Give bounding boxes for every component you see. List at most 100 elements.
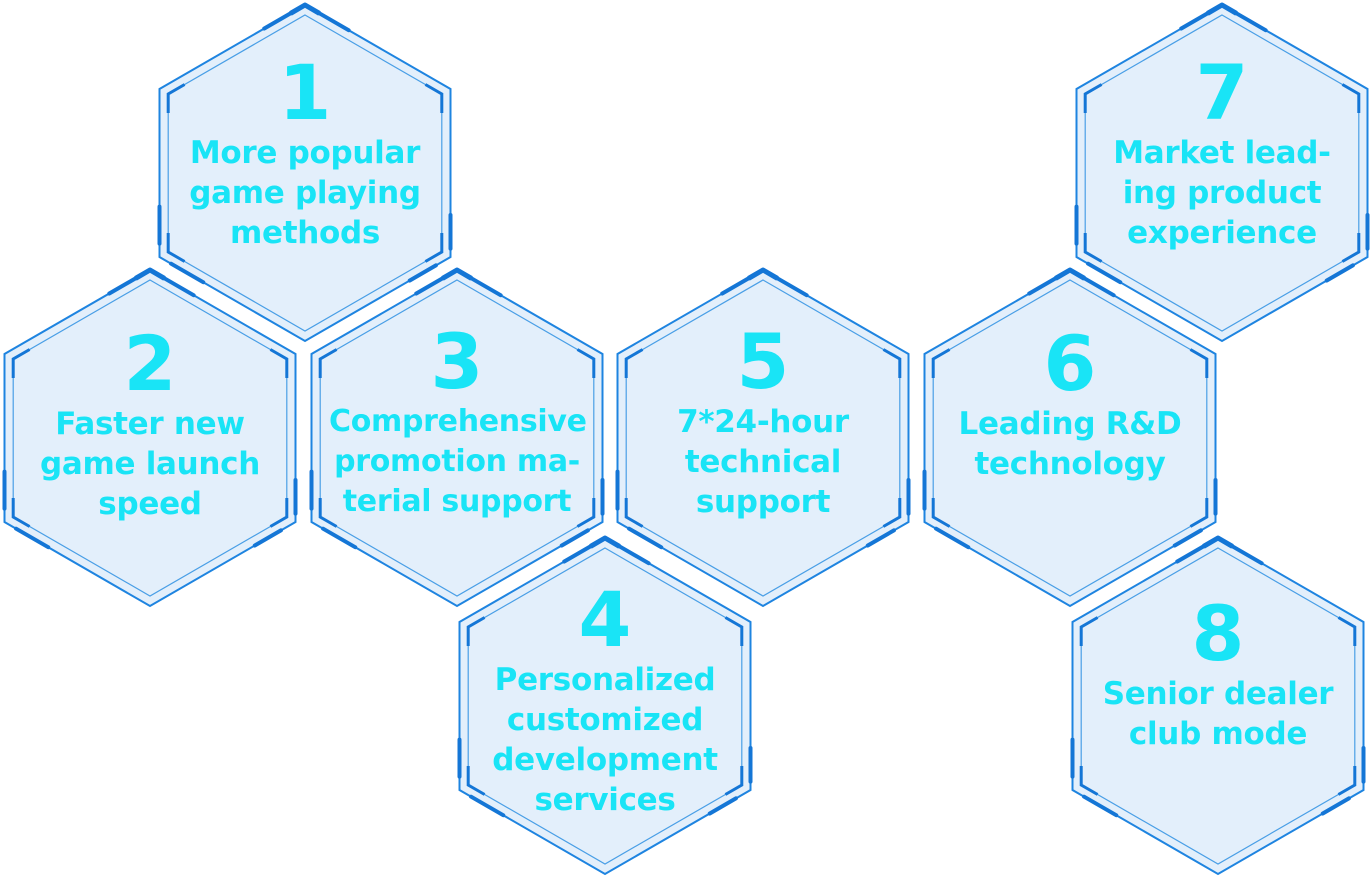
hex-content: 6 Leading R&D technology	[942, 326, 1198, 484]
hexagon-accent-0	[1231, 9, 1268, 33]
item-number: 1	[278, 48, 332, 137]
hexagon-corner-mark-0	[724, 616, 744, 646]
hexagon-corner-mark-1	[1337, 766, 1357, 796]
item-label: Senior dealer club mode	[1102, 676, 1334, 752]
hex-cell-7: 7 Market lead- ing product experience	[1072, 2, 1371, 343]
item-label: Leading R&D technology	[958, 406, 1182, 482]
hexagon-accent-2	[707, 796, 738, 816]
hexagon-accent-3	[1086, 261, 1123, 285]
hexagon-accent-3	[169, 261, 206, 285]
hexagon-frame	[922, 267, 1218, 608]
hexagon-outer	[1071, 536, 1365, 876]
hexagon-outer	[158, 3, 452, 343]
hexagon-corner-mark-1	[724, 766, 744, 796]
hexagon-outer	[1075, 3, 1369, 343]
hexagon-frame	[615, 267, 911, 608]
hexagon-outer	[310, 268, 604, 608]
hexagon-accent-2	[407, 263, 438, 283]
hexagon-corner-mark-2	[1079, 766, 1099, 796]
item-label: Personalized customized development serv…	[492, 662, 718, 818]
item-number: 6	[1043, 319, 1097, 408]
hexagon-outer	[923, 268, 1217, 608]
hexagon-corner-mark-3	[624, 348, 644, 378]
hex-cell-6: 6 Leading R&D technology	[920, 267, 1220, 608]
hexagon-accent-0	[1227, 542, 1264, 566]
hexagon-top-highlight	[1206, 2, 1238, 16]
hexagon-corner-mark-0	[576, 348, 596, 378]
hexagon-accent-0	[314, 9, 351, 33]
hexagon-corner-mark-2	[624, 498, 644, 528]
hexagon-corner-mark-1	[1341, 233, 1361, 263]
hexagon-frame	[157, 2, 453, 343]
hexagon-top-highlight	[1054, 267, 1086, 281]
hexagon-accent-0	[772, 274, 809, 298]
item-label: Market lead- ing product experience	[1113, 135, 1331, 251]
hex-content: 8 Senior dealer club mode	[1090, 596, 1346, 754]
hexagon-top-highlight	[589, 535, 621, 549]
hexagon-accent-3	[1082, 794, 1119, 818]
hexagon-corner-mark-2	[931, 498, 951, 528]
hexagon-accent-3	[14, 526, 51, 550]
hex-content: 3 Comprehensive promotion ma- terial sup…	[329, 317, 587, 522]
hexagon-corner-mark-2	[1083, 233, 1103, 263]
item-number: 4	[578, 575, 632, 664]
hexagon-accent-0	[466, 274, 503, 298]
hex-content: 4 Personalized customized development se…	[477, 582, 733, 820]
hexagon-corner-mark-2	[11, 498, 31, 528]
item-number: 2	[123, 319, 177, 408]
hexagon-outer	[616, 268, 910, 608]
hexagon-frame	[1070, 535, 1366, 876]
item-label: More popular game playing methods	[189, 135, 421, 251]
hex-cell-2: 2 Faster new game launch speed	[0, 267, 300, 608]
hexagon-corner-mark-3	[1079, 616, 1099, 646]
hexagon-accent-3	[934, 526, 971, 550]
hexagon-corner-mark-3	[166, 83, 186, 113]
hexagon-corner-mark-3	[931, 348, 951, 378]
hexagon-accent-0	[1079, 274, 1116, 298]
hexagon-corner-mark-2	[166, 233, 186, 263]
item-number: 8	[1191, 589, 1245, 678]
hexagon-frame	[457, 535, 753, 876]
hexagon-corner-mark-0	[424, 83, 444, 113]
hexagon-accent-3	[321, 526, 358, 550]
item-label: Comprehensive promotion ma- terial suppo…	[329, 404, 587, 519]
hexagon-top-highlight	[441, 267, 473, 281]
hex-cell-3: 3 Comprehensive promotion ma- terial sup…	[307, 267, 607, 608]
item-number: 3	[430, 317, 484, 406]
hexagon-corner-mark-0	[1337, 616, 1357, 646]
hexagon-accent-2	[559, 528, 590, 548]
hexagon-accent-0	[614, 542, 651, 566]
hexagon-top-highlight	[1202, 535, 1234, 549]
hex-cell-4: 4 Personalized customized development se…	[455, 535, 755, 876]
hexagon-corner-mark-2	[466, 766, 486, 796]
hexagon-top-highlight	[747, 267, 779, 281]
hex-content: 5 7*24-hour technical support	[635, 324, 891, 522]
hex-cell-5: 5 7*24-hour technical support	[613, 267, 913, 608]
hex-content: 1 More popular game playing methods	[177, 55, 433, 253]
item-number: 7	[1195, 48, 1249, 137]
hexagon-accent-2	[1320, 796, 1351, 816]
hexagon-corner-mark-0	[1189, 348, 1209, 378]
hexagon-corner-mark-1	[269, 498, 289, 528]
hexagon-corner-mark-1	[424, 233, 444, 263]
hexagon-outer	[458, 536, 752, 876]
hexagon-corner-mark-1	[1189, 498, 1209, 528]
hexagon-accent-0	[159, 274, 196, 298]
hexagon-frame	[1074, 2, 1370, 343]
hexagon-accent-2	[1172, 528, 1203, 548]
hexagon-corner-mark-3	[11, 348, 31, 378]
hexagon-corner-mark-2	[318, 498, 338, 528]
item-label: 7*24-hour technical support	[677, 404, 849, 520]
hexagon-accent-2	[1324, 263, 1355, 283]
hexagon-corner-mark-0	[269, 348, 289, 378]
hexagon-accent-2	[252, 528, 283, 548]
hexagon-frame	[309, 267, 605, 608]
hexagon-corner-mark-3	[318, 348, 338, 378]
item-number: 5	[736, 317, 790, 406]
hexagon-corner-mark-3	[1083, 83, 1103, 113]
hexagon-accent-2	[865, 528, 896, 548]
hexagon-corner-mark-0	[1341, 83, 1361, 113]
hexagon-outer	[3, 268, 297, 608]
hexagon-top-highlight	[289, 2, 321, 16]
